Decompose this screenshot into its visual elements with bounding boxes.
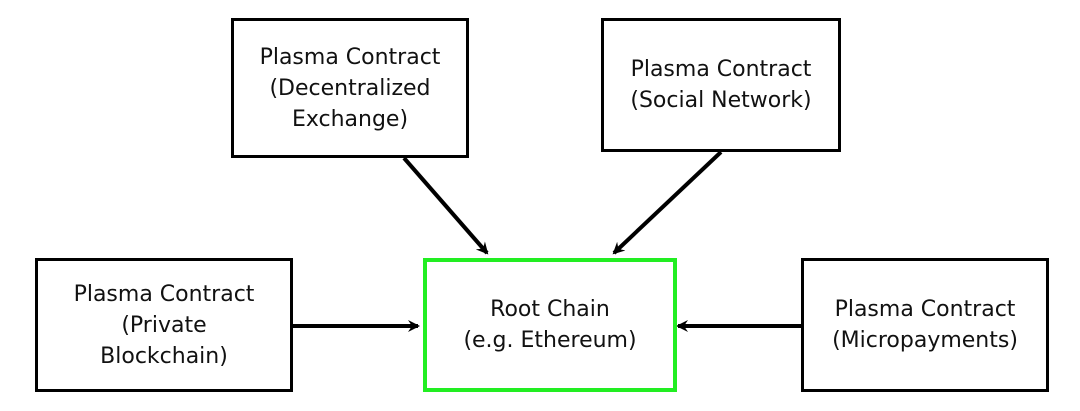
node-line: (e.g. Ethereum) <box>463 328 637 353</box>
node-line: Root Chain <box>490 297 610 322</box>
node-line: Plasma Contract <box>834 297 1016 322</box>
node-line: Exchange) <box>291 106 409 132</box>
node-line: (Social Network) <box>630 88 812 113</box>
arrow-social-to-root <box>612 150 723 255</box>
node-plasma-social: Plasma Contract (Social Network) <box>601 18 841 152</box>
node-plasma-dex-label: Plasma Contract (Decentralized Exchange) <box>260 42 441 135</box>
node-plasma-private-label: Plasma Contract (Private Blockchain) <box>74 279 255 372</box>
node-line: (Private <box>121 312 207 338</box>
node-line: (Decentralized <box>269 75 431 101</box>
node-plasma-dex: Plasma Contract (Decentralized Exchange) <box>231 18 469 158</box>
node-plasma-social-label: Plasma Contract (Social Network) <box>630 54 811 116</box>
node-line: Plasma Contract <box>73 281 255 307</box>
node-root-chain: Root Chain (e.g. Ethereum) <box>423 258 677 392</box>
node-root-chain-label: Root Chain (e.g. Ethereum) <box>463 294 636 356</box>
node-line: (Micropayments) <box>832 328 1018 353</box>
node-plasma-private: Plasma Contract (Private Blockchain) <box>35 258 293 392</box>
node-plasma-micropayments: Plasma Contract (Micropayments) <box>801 258 1049 392</box>
node-line: Blockchain) <box>100 343 228 369</box>
node-plasma-micropayments-label: Plasma Contract (Micropayments) <box>832 294 1018 356</box>
node-line: Plasma Contract <box>630 57 812 82</box>
arrow-dex-to-root <box>402 156 489 255</box>
node-line: Plasma Contract <box>259 44 441 70</box>
